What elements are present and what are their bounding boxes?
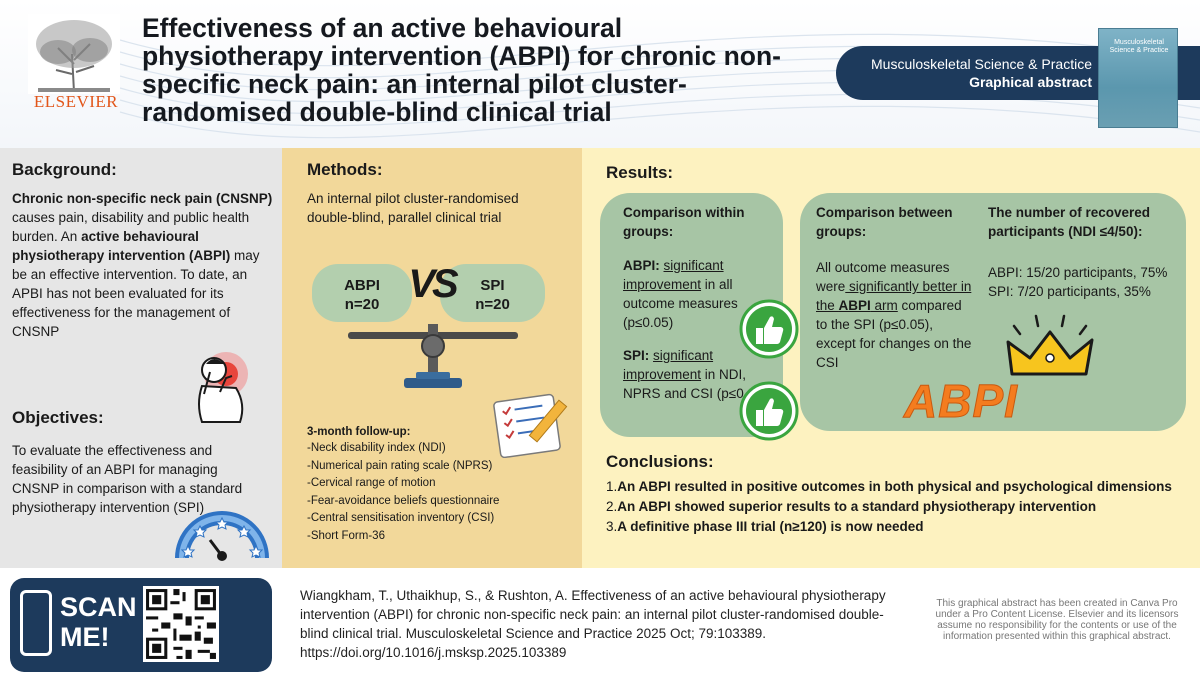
between-groups-heading: Comparison between groups: <box>816 205 953 239</box>
background-text-2: may be an effective intervention. To dat… <box>12 248 260 339</box>
followup-item: -Central sensitisation inventory (CSI) <box>307 512 495 524</box>
elsevier-tree-logo <box>28 14 120 94</box>
methods-heading: Methods: <box>307 160 383 179</box>
conclusions-list: 1.An ABPI resulted in positive outcomes … <box>606 477 1196 537</box>
between-sig-2: arm <box>870 298 898 313</box>
neck-pain-person-icon <box>198 352 248 423</box>
followup-item: -Neck disability index (NDI) <box>307 442 446 454</box>
thumbs-up-icon <box>739 381 799 441</box>
results-heading: Results: <box>606 163 674 182</box>
followup-item: -Fear-avoidance beliefs questionnaire <box>307 494 500 507</box>
objectives-text: To evaluate the effectiveness and feasib… <box>12 443 243 515</box>
between-groups-box <box>800 193 1186 431</box>
page-title: Effectiveness of an active behavioural p… <box>142 13 781 127</box>
followup-item: -Short Form-36 <box>307 529 385 542</box>
journal-cover: Musculoskeletal Science & Practice <box>1098 28 1178 128</box>
elsevier-logo-text: ELSEVIER <box>33 92 119 111</box>
spi-group-pill: SPI n=20 <box>440 264 545 322</box>
recovered-spi: SPI: 7/20 participants, 35% <box>988 284 1151 299</box>
checklist-pencil-icon <box>493 393 568 458</box>
within-spi-label: SPI: <box>623 348 650 363</box>
disclaimer-text: This graphical abstract has been created… <box>935 598 1179 642</box>
conclusion-item: 1.An ABPI resulted in positive outcomes … <box>606 479 1172 494</box>
between-groups-text: All outcome measures were significantly … <box>816 258 976 372</box>
between-sig-1: significantly better in the <box>816 279 972 313</box>
scan-me-label: SCAN ME! <box>60 592 137 652</box>
winner-label: ABPI <box>904 375 1018 428</box>
satisfaction-gauge-icon <box>175 511 269 561</box>
within-abpi-label: ABPI: <box>623 258 660 273</box>
versus-label: VS <box>408 262 458 306</box>
crown-icon <box>1006 314 1094 376</box>
within-spi-text: SPI: significant improvement in NDI, NPR… <box>623 346 768 403</box>
citation-text: Wiangkham, T., Uthaikhup, S., & Rushton,… <box>300 588 886 660</box>
within-abpi-sig: significant improvement <box>623 258 724 292</box>
within-spi-sig: significant improvement <box>623 348 714 382</box>
within-abpi-text: ABPI: significant improvement in all out… <box>623 256 753 332</box>
thumbs-up-icon <box>739 299 799 359</box>
spi-group-label: SPI <box>480 277 505 294</box>
background-bold-cnsnp: Chronic non-specific neck pain (CNSNP) <box>12 191 273 206</box>
conclusion-item: 3.A definitive phase III trial (n≥120) i… <box>606 519 924 534</box>
recovered-abpi: ABPI: 15/20 participants, 75% <box>988 265 1168 280</box>
between-text-2: compared to the SPI (p≤0.05), except for… <box>816 298 972 370</box>
qr-code[interactable] <box>143 586 219 662</box>
balance-scale-icon <box>348 324 518 388</box>
abpi-group-label: ABPI <box>344 277 380 294</box>
within-groups-heading: Comparison within groups: <box>623 205 745 239</box>
spi-group-n: n=20 <box>475 296 510 313</box>
phone-icon <box>20 590 52 656</box>
background-heading: Background: <box>12 160 117 179</box>
within-spi-rest: in NDI, NPRS and CSI (p≤0.05) <box>623 367 767 401</box>
between-text-1: All outcome measures were <box>816 260 950 294</box>
methods-text: An internal pilot cluster-randomised dou… <box>307 191 519 225</box>
followup-item: -Cervical range of motion <box>307 477 436 489</box>
followup-heading: 3-month follow-up: <box>307 426 411 438</box>
abpi-group-n: n=20 <box>344 296 380 313</box>
followup-item: -Numerical pain rating scale (NPRS) <box>307 459 493 472</box>
conclusions-heading: Conclusions: <box>606 452 714 471</box>
cover-title: Musculoskeletal Science & Practice <box>1109 39 1169 54</box>
abpi-group-pill: ABPI n=20 <box>312 264 412 322</box>
objectives-heading: Objectives: <box>12 408 104 427</box>
background-bold-abpi: active behavioural physiotherapy interve… <box>12 229 231 263</box>
graphical-abstract-label: Graphical abstract <box>969 74 1092 90</box>
background-text: Chronic non-specific neck pain (CNSNP) c… <box>12 189 274 341</box>
scan-me-banner <box>10 578 272 672</box>
between-sig-abpi: ABPI <box>838 298 871 313</box>
journal-name: Musculoskeletal Science & Practice <box>871 56 1092 72</box>
recovered-heading: The number of recovered participants (ND… <box>988 205 1151 239</box>
followup-list: -Neck disability index (NDI) -Numerical … <box>307 440 557 545</box>
within-abpi-rest: in all outcome measures (p≤0.05) <box>623 277 738 330</box>
background-text-1: causes pain, disability and public healt… <box>12 210 250 244</box>
conclusion-item: 2.An ABPI showed superior results to a s… <box>606 499 1097 514</box>
